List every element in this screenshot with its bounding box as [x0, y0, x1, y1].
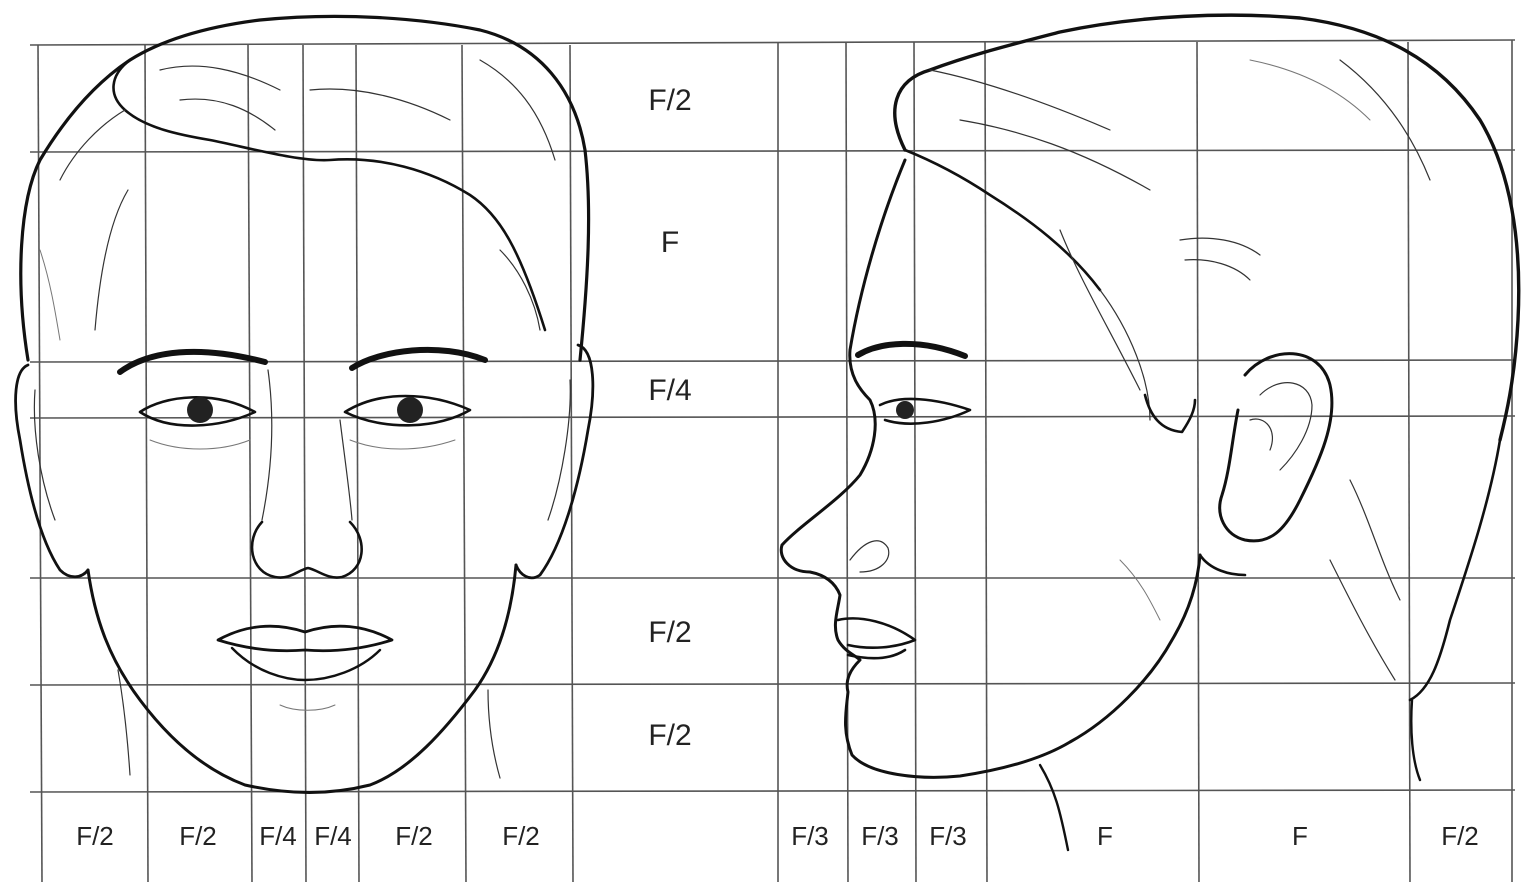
- row-label-5: F/2: [648, 719, 691, 752]
- side-col-label-2: F/3: [861, 821, 899, 851]
- proportion-grid: [30, 40, 1515, 882]
- side-col-label-3: F/3: [929, 821, 967, 851]
- front-right-eyebrow: [352, 350, 485, 368]
- bottom-labels-front: F/2 F/2 F/4 F/4 F/2 F/2: [76, 821, 540, 851]
- profile-eyebrow: [858, 344, 965, 356]
- profile-sideburn: [1145, 395, 1195, 432]
- row-labels: F/2 F F/4 F/2 F/2: [648, 84, 691, 752]
- side-col-label-1: F/3: [791, 821, 829, 851]
- front-nose: [252, 522, 362, 578]
- front-col-label-3: F/4: [259, 821, 297, 851]
- row-label-3: F/4: [648, 374, 691, 407]
- profile-hair-outline: [895, 15, 1519, 440]
- profile-jaw-to-neck: [1200, 555, 1245, 575]
- front-col-label-2: F/2: [179, 821, 217, 851]
- front-hair-part: [114, 60, 545, 330]
- row-label-1: F/2: [648, 84, 691, 117]
- profile-eye: [880, 399, 970, 424]
- front-left-ear: [16, 365, 88, 577]
- profile-nape: [1411, 700, 1420, 780]
- front-right-pupil: [397, 397, 423, 423]
- row-label-4: F/2: [648, 616, 691, 649]
- front-col-label-6: F/2: [502, 821, 540, 851]
- bottom-labels-side: F/3 F/3 F/3 F F F/2: [791, 821, 1479, 851]
- profile-throat: [1040, 765, 1068, 850]
- side-col-label-5: F: [1292, 821, 1308, 851]
- front-right-ear: [516, 345, 593, 578]
- front-col-label-1: F/2: [76, 821, 114, 851]
- profile-back-neck: [1410, 440, 1500, 700]
- profile-hair-front: [905, 150, 1100, 290]
- front-col-label-5: F/2: [395, 821, 433, 851]
- side-col-label-4: F: [1097, 821, 1113, 851]
- profile-ear: [1220, 354, 1332, 541]
- profile-pupil: [896, 401, 914, 419]
- side-col-label-6: F/2: [1441, 821, 1479, 851]
- row-label-2: F: [661, 226, 679, 259]
- front-col-label-4: F/4: [314, 821, 352, 851]
- front-left-pupil: [187, 397, 213, 423]
